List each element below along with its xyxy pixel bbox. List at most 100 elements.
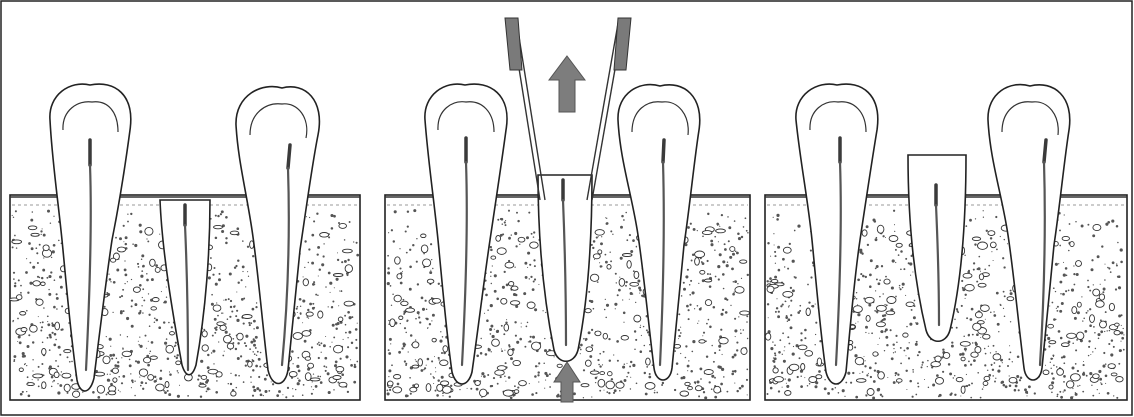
bone-pore [704,279,711,282]
bone-speckle [490,276,491,277]
bone-speckle [514,321,516,323]
bone-speckle [1083,318,1085,320]
bone-speckle [970,318,973,321]
bone-speckle [519,244,520,245]
bone-speckle [723,288,725,290]
bone-speckle [711,388,713,390]
bone-pore [165,382,169,388]
bone-speckle [984,348,986,350]
bone-speckle [490,333,492,335]
bone-speckle [906,326,907,327]
panel-after [765,84,1127,400]
bone-speckle [776,298,777,299]
bone-speckle [895,375,896,376]
bone-speckle [686,305,689,308]
bone-speckle [154,380,157,383]
bone-speckle [302,322,303,323]
bone-speckle [900,347,902,349]
bone-speckle [516,341,519,344]
bone-speckle [207,354,209,356]
bone-speckle [636,246,637,247]
bone-speckle [497,219,499,221]
bone-speckle [774,276,777,279]
bone-speckle [221,210,224,213]
bone-speckle [212,274,214,276]
bone-speckle [416,261,418,263]
bone-speckle [59,384,62,387]
bone-speckle [225,242,228,245]
bone-speckle [912,271,913,272]
bone-speckle [702,335,703,336]
bone-speckle [778,390,780,392]
bone-speckle [529,383,530,384]
bone-pore [1076,261,1082,267]
bone-speckle [276,394,279,397]
bone-speckle [993,260,994,261]
bone-speckle [40,322,41,323]
bone-speckle [1102,365,1105,368]
bone-speckle [1116,225,1119,228]
bone-pore [765,333,770,340]
bone-speckle [809,383,811,385]
bone-pore [133,287,140,292]
bone-speckle [736,390,738,392]
bone-speckle [13,272,15,274]
bone-pore [289,372,297,377]
bone-speckle [977,372,979,374]
bone-speckle [531,233,533,235]
bone-speckle [785,316,788,319]
bone-speckle [331,342,332,343]
bone-speckle [676,362,679,365]
bone-speckle [689,284,691,286]
bone-speckle [169,371,170,372]
bone-speckle [545,312,546,313]
bone-speckle [176,357,178,359]
bone-pore [122,351,132,356]
bone-speckle [412,244,414,246]
bone-speckle [1068,250,1070,252]
bone-speckle [485,294,488,297]
bone-speckle [997,370,1000,373]
bone-speckle [1071,366,1074,369]
bone-speckle [230,306,232,308]
bone-speckle [55,339,57,341]
bone-speckle [785,378,786,379]
bone-pore [767,286,774,292]
bone-speckle [42,228,43,229]
bone-speckle [1049,305,1050,306]
bone-speckle [297,317,300,320]
bone-speckle [609,359,611,361]
bone-speckle [770,347,773,350]
bone-pore [505,262,514,268]
bone-speckle [714,396,717,399]
bone-speckle [1058,263,1059,264]
bone-speckle [125,274,128,277]
bone-speckle [1000,236,1001,237]
bone-speckle [616,340,619,343]
bone-speckle [891,286,894,289]
bone-speckle [67,356,69,358]
bone-speckle [388,376,389,377]
bone-speckle [1009,384,1012,387]
bone-speckle [700,307,702,309]
bone-speckle [878,282,881,285]
bone-speckle [409,249,411,251]
bone-speckle [476,388,479,391]
bone-speckle [533,231,535,233]
bone-speckle [965,298,966,299]
bone-speckle [529,264,531,266]
bone-speckle [700,378,702,380]
bone-speckle [599,353,601,355]
bone-speckle [814,385,817,388]
bone-speckle [1051,391,1053,393]
bone-speckle [662,382,664,384]
bone-speckle [256,302,257,303]
bone-speckle [292,363,293,364]
bone-speckle [617,294,619,296]
bone-speckle [694,308,695,309]
bone-speckle [623,219,625,221]
bone-speckle [711,375,714,378]
bone-speckle [303,384,305,386]
bone-speckle [856,298,858,300]
bone-speckle [875,268,877,270]
